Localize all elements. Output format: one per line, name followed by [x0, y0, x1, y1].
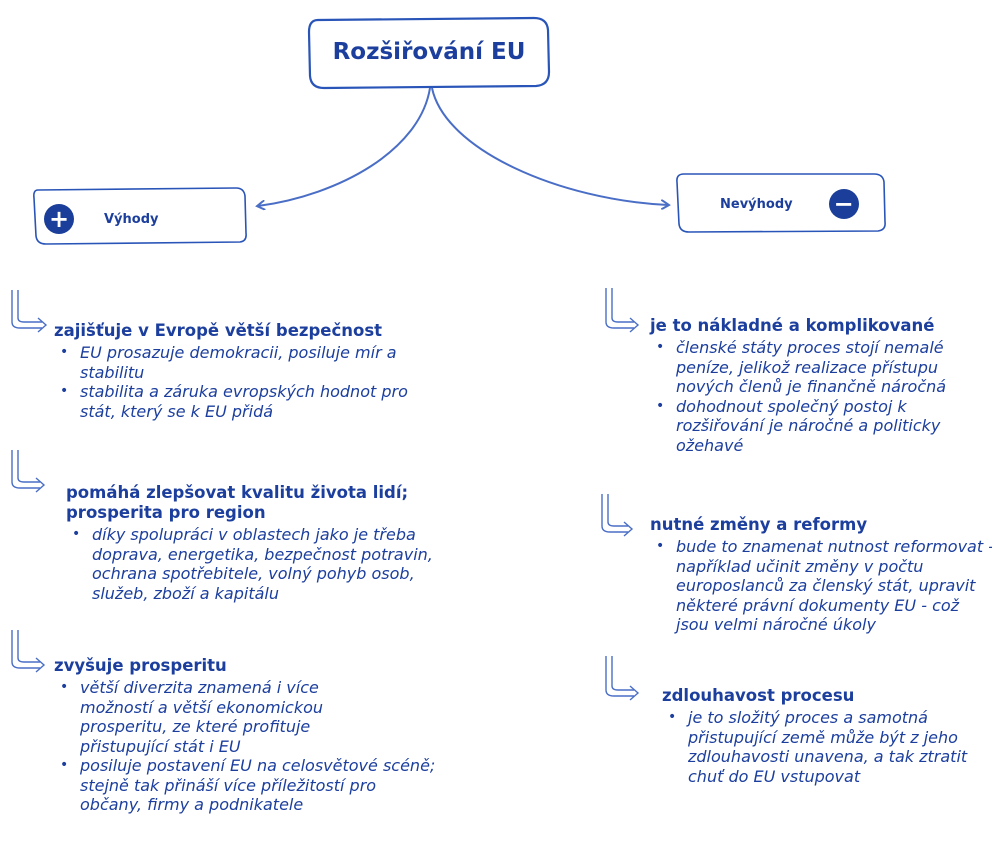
disadvantages-label: Nevýhody [720, 196, 793, 212]
list-item: členské státy proces stojí nemalé peníze… [650, 338, 986, 397]
list-item: posiluje postavení EU na celosvětové scé… [54, 756, 440, 815]
arrow-to-disadvantages [431, 87, 668, 205]
diagram-title: Rozšiřování EU [332, 39, 526, 65]
disadvantage-item: nutné změny a reformy bude to znamenat n… [650, 515, 992, 635]
disadvantage-heading: zdlouhavost procesu [662, 686, 855, 705]
advantage-bullets: díky spolupráci v oblastech jako je třeb… [66, 525, 446, 603]
advantages-node-outline [33, 187, 247, 245]
list-item: bude to znamenat nutnost reformovat - na… [650, 537, 992, 635]
advantage-heading: zajišťuje v Evropě větší bezpečnost [54, 321, 383, 340]
hook-arrow-icon [11, 630, 46, 673]
list-item: stabilita a záruka evropských hodnot pro… [54, 382, 430, 421]
title-box-outline [307, 16, 551, 90]
list-item: větší diverzita znamená i více možností … [54, 678, 390, 756]
disadvantage-bullets: bude to znamenat nutnost reformovat - na… [650, 537, 992, 635]
advantage-item: zvyšuje prosperitu větší diverzita zname… [54, 656, 435, 815]
list-item: je to složitý proces a samotná přistupuj… [662, 708, 978, 786]
disadvantage-heading: je to nákladné a komplikované [650, 316, 935, 335]
arrow-to-advantages [258, 87, 431, 206]
disadvantages-node: Nevýhody − [682, 180, 878, 228]
disadvantages-node-outline [676, 173, 886, 233]
hook-arrow-icon [11, 450, 46, 493]
advantage-heading: pomáhá zlepšovat kvalitu života lidí; pr… [66, 483, 409, 522]
list-item: EU prosazuje demokracii, posiluje mír a … [54, 343, 430, 382]
disadvantage-heading: nutné změny a reformy [650, 515, 868, 534]
hook-arrow-icon [605, 288, 640, 333]
disadvantage-bullets: je to složitý proces a samotná přistupuj… [662, 708, 982, 786]
minus-circle-icon: − [828, 189, 859, 219]
list-item: díky spolupráci v oblastech jako je třeb… [66, 525, 437, 603]
list-item: dohodnout společný postoj k rozšiřování … [650, 397, 976, 456]
hook-arrow-icon [601, 494, 634, 537]
plus-circle-icon: + [44, 204, 74, 234]
advantage-item: zajišťuje v Evropě větší bezpečnost EU p… [54, 321, 434, 421]
disadvantage-item: zdlouhavost procesu je to složitý proces… [662, 686, 982, 786]
advantages-label: Výhody [104, 211, 159, 227]
advantage-bullets: EU prosazuje demokracii, posiluje mír a … [54, 343, 434, 421]
hook-arrow-icon [11, 290, 48, 333]
disadvantage-item: je to nákladné a komplikované členské st… [650, 316, 990, 455]
advantage-bullets: větší diverzita znamená i více možností … [54, 678, 435, 815]
advantages-node: + Výhody [44, 197, 240, 241]
disadvantage-bullets: členské státy proces stojí nemalé peníze… [650, 338, 990, 455]
advantage-heading: zvyšuje prosperitu [54, 656, 227, 675]
hook-arrow-icon [605, 656, 640, 701]
advantage-item: pomáhá zlepšovat kvalitu života lidí; pr… [66, 483, 446, 603]
